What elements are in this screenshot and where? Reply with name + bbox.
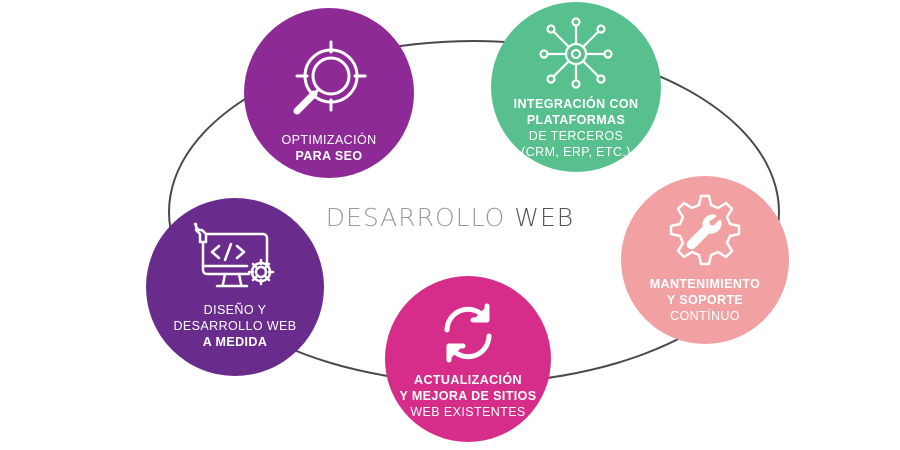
center-title-light: DESARROLLO xyxy=(325,203,506,232)
node-integracion-line2: PLATAFORMAS xyxy=(526,113,626,127)
node-diseno-line2: DESARROLLO WEB xyxy=(173,319,297,333)
node-actualizacion-line1: ACTUALIZACIÓN xyxy=(414,373,522,387)
node-mantenimiento-line3: CONTÍNUO xyxy=(670,309,740,323)
node-integracion-line4: (CRM, ERP, ETC.) xyxy=(521,145,631,159)
node-mantenimiento-line2: Y SOPORTE xyxy=(666,293,744,307)
node-integracion: INTEGRACIÓN CON PLATAFORMAS DE TERCEROS … xyxy=(491,2,661,172)
node-seo-label: OPTIMIZACIÓN PARA SEO xyxy=(244,132,414,164)
node-seo-line1: OPTIMIZACIÓN xyxy=(281,133,377,147)
node-diseno-label: DISEÑO Y DESARROLLO WEB A MEDIDA xyxy=(146,302,324,350)
node-actualizacion-line3: WEB EXISTENTES xyxy=(410,405,526,419)
node-mantenimiento-label: MANTENIMIENTO Y SOPORTE CONTÍNUO xyxy=(621,276,789,324)
gear-wrench-icon xyxy=(669,194,741,266)
node-integracion-line1: INTEGRACIÓN CON xyxy=(513,97,639,111)
refresh-arrows-icon xyxy=(444,303,492,363)
node-seo: OPTIMIZACIÓN PARA SEO xyxy=(244,8,414,178)
node-diseno-line3: A MEDIDA xyxy=(202,335,268,349)
node-mantenimiento: MANTENIMIENTO Y SOPORTE CONTÍNUO xyxy=(621,176,789,344)
node-integracion-label: INTEGRACIÓN CON PLATAFORMAS DE TERCEROS … xyxy=(491,96,661,160)
center-title-strong: WEB xyxy=(514,203,575,232)
network-gear-icon xyxy=(539,17,613,89)
monitor-code-icon xyxy=(193,222,275,288)
node-actualizacion: ACTUALIZACIÓN Y MEJORA DE SITIOS WEB EXI… xyxy=(385,276,551,442)
node-seo-line2: PARA SEO xyxy=(295,149,363,163)
center-title: DESARROLLO WEB xyxy=(300,203,600,232)
node-actualizacion-label: ACTUALIZACIÓN Y MEJORA DE SITIOS WEB EXI… xyxy=(385,372,551,420)
magnifier-target-icon xyxy=(293,40,367,115)
node-actualizacion-line2: Y MEJORA DE SITIOS xyxy=(399,389,537,403)
node-mantenimiento-line1: MANTENIMIENTO xyxy=(649,277,761,291)
node-integracion-line3: DE TERCEROS xyxy=(528,129,624,143)
node-diseno-line1: DISEÑO Y xyxy=(203,303,267,317)
node-diseno: DISEÑO Y DESARROLLO WEB A MEDIDA xyxy=(146,198,324,376)
